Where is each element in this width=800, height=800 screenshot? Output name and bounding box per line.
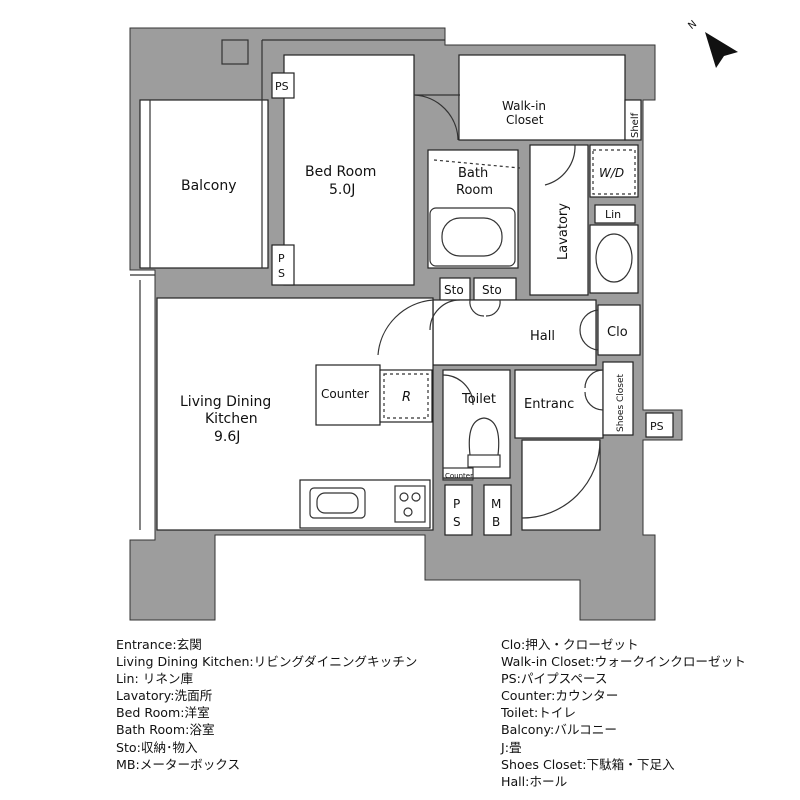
sto-label-2: Sto (482, 283, 502, 297)
linen-area (594, 204, 636, 224)
hall-label: Hall (530, 329, 555, 344)
shoes-closet-area (602, 361, 634, 436)
entrance-label: Entranc (524, 397, 574, 412)
hall-area (432, 299, 597, 366)
ps-ldk-box (444, 484, 473, 536)
floor-plan: N Balcony Bed Room 5.0J Walk-in Closet S… (129, 19, 738, 621)
toilet-door (442, 374, 474, 406)
north-label: N (686, 19, 699, 32)
lavatory-door (544, 144, 576, 186)
legend-item: Lin: リネン庫 (116, 671, 194, 687)
ps-right-label: PS (650, 420, 664, 433)
legend-item: MB:メーターボックス (116, 756, 241, 772)
room-labels: Balcony Bed Room 5.0J Walk-in Closet She… (180, 80, 664, 529)
bedroom-size-label: 5.0J (329, 182, 355, 198)
legend-item: Living Dining Kitchen:リビングダイニングキッチン (116, 654, 418, 670)
north-arrow: N (686, 19, 738, 68)
legend-item: Clo:押入・クローゼット (501, 637, 639, 652)
bedroom-door (413, 94, 460, 141)
entrance-area (514, 369, 604, 439)
legend-item: Bath Room:浴室 (116, 722, 215, 738)
legend-item: Sto:収納･物入 (116, 739, 198, 755)
entrance-door-area (521, 439, 601, 531)
lin-label: Lin (605, 208, 621, 221)
legend-item: Counter:カウンター (501, 688, 619, 704)
shoes-closet-label: Shoes Closet (616, 373, 626, 432)
clo-area (597, 304, 641, 356)
washer-area (589, 144, 639, 198)
walkin-label-1: Walk-in (502, 99, 546, 113)
balcony-area (139, 99, 269, 269)
clo-label: Clo (607, 325, 628, 340)
walkin-label-2: Closet (506, 113, 544, 127)
counter-area (315, 364, 381, 426)
vanity-area (589, 224, 639, 294)
balcony-unit (221, 39, 249, 65)
bathtub (429, 207, 516, 267)
legend-item: Hall:ホール (501, 773, 568, 789)
washer-dryer (592, 149, 636, 195)
shoes-doors (584, 369, 604, 411)
legend-item: Walk-in Closet:ウォークインクローゼット (501, 654, 746, 670)
mb-label-m: M (491, 497, 501, 511)
legend-item: Entrance:玄関 (116, 637, 202, 652)
sto-label-1: Sto (444, 283, 464, 297)
clo-door (579, 309, 599, 351)
walkin-closet-area (458, 54, 626, 141)
fixtures (130, 39, 636, 530)
legend-item: Bed Room:洋室 (116, 705, 210, 721)
toilet-area (442, 369, 511, 479)
wd-label: W/D (599, 166, 624, 180)
north-arrow-icon (705, 32, 738, 68)
counter-label: Counter (321, 387, 369, 401)
hall-door (429, 299, 461, 331)
ldk-label-1: Living Dining (180, 394, 271, 410)
lavatory-area (529, 144, 589, 296)
toilet-label: Toilet (461, 392, 496, 407)
bedroom-label: Bed Room (305, 164, 376, 180)
shelf-area (624, 99, 642, 141)
legend-left: Entrance:玄関 Living Dining Kitchen:リビングダイニ… (116, 636, 417, 773)
ldk-size-label: 9.6J (214, 429, 240, 445)
range-label: R (402, 390, 411, 405)
bath-door (433, 159, 521, 169)
bath-label-1: Bath (458, 166, 488, 181)
legend-item: Lavatory:洗面所 (116, 688, 213, 704)
legend-item: Toilet:トイレ (501, 705, 576, 721)
mb-label-b: B (492, 515, 500, 529)
ps-ldk-label-s: S (453, 515, 461, 529)
lavatory-label: Lavatory (556, 203, 571, 260)
ps-right-box (645, 412, 674, 438)
bath-room-area (427, 149, 519, 269)
stove (394, 485, 426, 523)
ldk-label-2: Kitchen (205, 411, 258, 427)
bath-label-2: Room (456, 183, 493, 198)
toilet-counter-label: Counter (445, 472, 473, 480)
toilet-tank (467, 454, 501, 468)
ps-bed-label-s: S (278, 267, 285, 280)
entrance-door (521, 439, 601, 519)
toilet-bowl (468, 417, 500, 456)
shelf-label: Shelf (630, 112, 641, 138)
sto-doors (469, 299, 501, 317)
ps-top-box (271, 72, 295, 99)
range-area (379, 369, 433, 423)
ldk-door (377, 299, 434, 360)
legend-right: Clo:押入・クローゼット Walk-in Closet:ウォークインクローゼット… (501, 636, 746, 790)
legend-item: Balcony:バルコニー (501, 722, 617, 738)
legend-item: Shoes Closet:下駄箱・下足入 (501, 756, 675, 772)
toilet-counter-box (442, 467, 474, 481)
balcony-label: Balcony (181, 178, 237, 194)
legend-item: J:畳 (501, 739, 522, 755)
ps-bed-label-p: P (278, 252, 285, 265)
vanity-sink (595, 233, 633, 283)
ps-top-label: PS (275, 80, 289, 93)
legend-item: PS:パイプスペース (501, 671, 608, 687)
bedroom-area (283, 54, 415, 286)
kitchen-sink (309, 487, 366, 519)
mb-box (483, 484, 512, 536)
ps-bed-box (271, 244, 295, 286)
ps-ldk-label-p: P (453, 497, 460, 511)
